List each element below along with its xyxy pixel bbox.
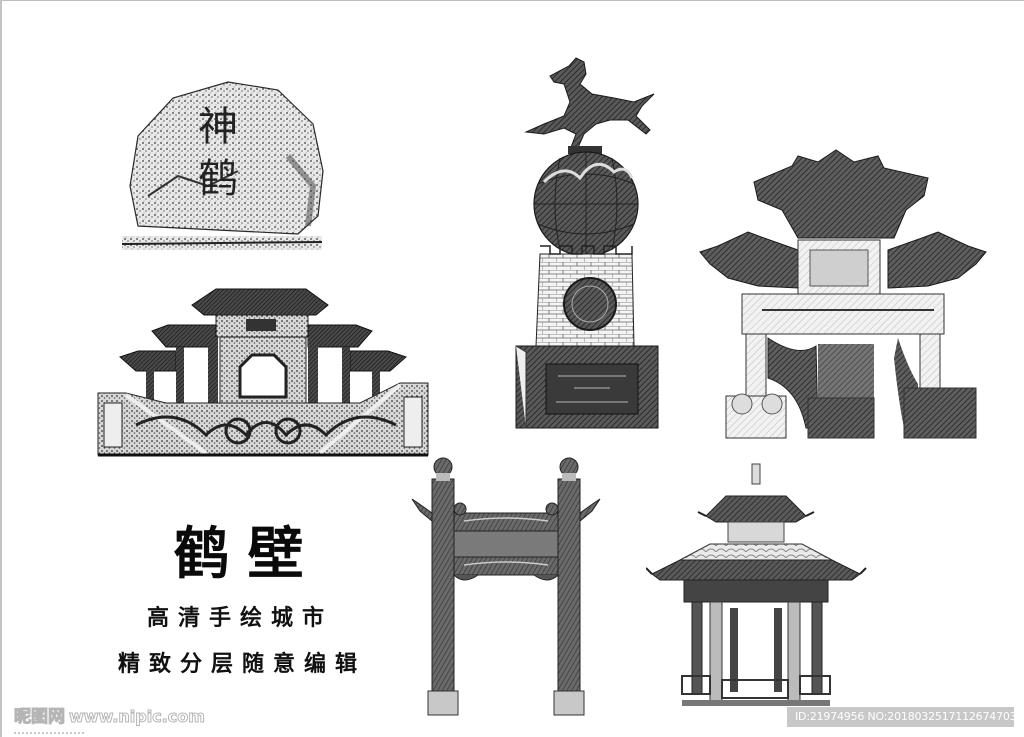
stone-icon: 神 鹤: [121, 81, 324, 250]
archway-icon: [699, 149, 987, 439]
inscribed-stone-illustration: 神 鹤: [118, 76, 328, 258]
image-id-bar: ID:21974956 NO:20180325171126747037: [787, 707, 1023, 727]
stone-gate-illustration: [408, 453, 602, 718]
poster-title: 鹤壁: [173, 521, 322, 587]
hexagonal-pavilion-illustration: [646, 462, 868, 708]
palace-gate-illustration: [96, 285, 430, 463]
stone-inscription-bottom: 鹤: [198, 156, 238, 202]
watermark-trailing-mark: [14, 732, 84, 737]
stone-inscription-top: 神: [198, 104, 238, 150]
pavilion-icon: [646, 463, 867, 706]
stone-gate-icon: [411, 457, 601, 716]
poster-subtitle-line2: 精致分层随意编辑: [117, 652, 366, 677]
palace-gate-icon: [97, 288, 429, 457]
watermark-site: www.nipic.com: [69, 707, 206, 727]
memorial-archway-illustration: [698, 148, 988, 440]
poster-subtitle-line1: 高清手绘城市: [146, 606, 333, 631]
horse-globe-monument-illustration: [514, 54, 662, 432]
watermark-brand: 昵图网: [14, 707, 66, 728]
horse-monument-icon: [515, 57, 659, 429]
